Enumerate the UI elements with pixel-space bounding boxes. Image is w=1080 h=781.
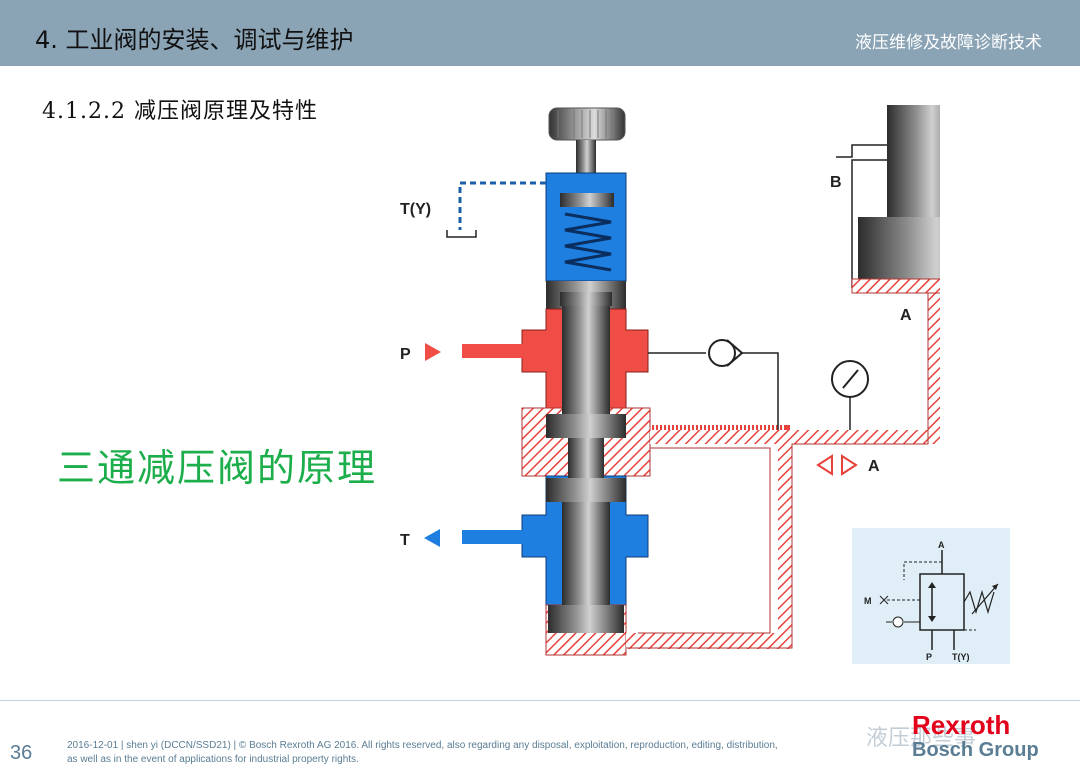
- symbol-label-a: A: [938, 540, 945, 550]
- symbol-label-m: M: [864, 596, 872, 606]
- page-number: 36: [10, 742, 33, 764]
- drain-line: [458, 181, 546, 230]
- label-pressure-port: P: [400, 346, 411, 363]
- symbol-label-t-y: T(Y): [952, 652, 970, 662]
- diagram-caption: 三通减压阀的原理: [57, 446, 378, 490]
- label-tank-port: T: [400, 532, 410, 549]
- company-logo: Rexroth Bosch Group: [912, 711, 1039, 761]
- slide-title: 4. 工业阀的安装、调试与维护: [35, 26, 354, 54]
- cylinder-body: [858, 217, 940, 279]
- pressure-arrow-icon: [425, 343, 441, 361]
- hydraulic-symbol-panel: A M P T(Y): [852, 528, 1010, 664]
- spring: [564, 212, 612, 272]
- label-tank-y: T(Y): [400, 201, 431, 218]
- spring-plate: [560, 193, 614, 207]
- group-name: Bosch Group: [912, 739, 1039, 761]
- section-subtitle: 4.1.2.2 减压阀原理及特性: [42, 99, 318, 124]
- check-valve-icon: [708, 339, 736, 367]
- copyright-notice: 2016-12-01 | shen yi (DCCN/SSD21) | © Bo…: [67, 739, 887, 767]
- copyright-line-1: 2016-12-01 | shen yi (DCCN/SSD21) | © Bo…: [67, 740, 778, 751]
- copyright-line-2: as well as in the event of applications …: [67, 754, 359, 765]
- label-port-a-top: A: [900, 307, 912, 324]
- cylinder-rod: [887, 105, 940, 217]
- pressure-reducing-valve-symbol: A M P T(Y): [864, 540, 999, 662]
- valve-diagram: T(Y) P T A B A: [400, 105, 940, 656]
- valve-spool: [560, 292, 612, 306]
- label-port-b: B: [830, 174, 842, 191]
- footer-divider: [0, 700, 1080, 701]
- symbol-label-p: P: [926, 652, 932, 662]
- tank-arrow-icon: [424, 529, 440, 547]
- course-name: 液压维修及故障诊断技术: [855, 33, 1042, 53]
- bidirectional-arrow-icon: [816, 454, 833, 476]
- brand-name: Rexroth: [912, 710, 1011, 740]
- slide-header: 4. 工业阀的安装、调试与维护 液压维修及故障诊断技术: [0, 0, 1080, 66]
- wechat-watermark: 液压那些事: [866, 726, 977, 751]
- label-port-a-side: A: [868, 458, 880, 475]
